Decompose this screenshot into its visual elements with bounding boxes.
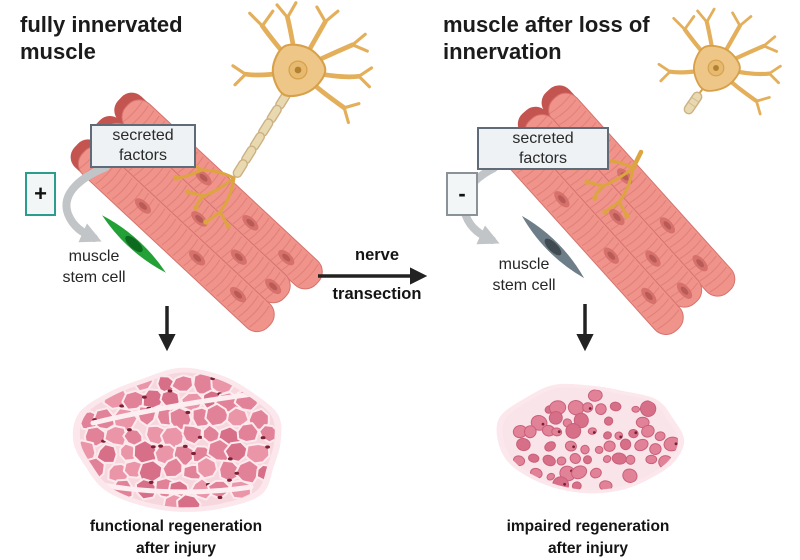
left-result-label: functional regeneration after injury [89, 518, 263, 557]
right-secreted-factors-box: secreted factors [477, 127, 609, 170]
right-cut-axon-stub [683, 85, 706, 115]
left-stem-cell-label: muscle stem cell [62, 248, 126, 286]
right-cross-section [496, 383, 685, 494]
left-secreted-factors-box: secreted factors [90, 124, 196, 168]
transection-label: transection [332, 285, 422, 303]
right-panel-title: muscle after loss of innervation [443, 12, 650, 64]
right-muscle-stem-cell [515, 209, 591, 285]
left-myelinated-axon [232, 91, 291, 178]
left-muscle-stem-cell [99, 213, 169, 275]
left-cross-section [72, 367, 282, 512]
left-secretion-arrow [62, 163, 110, 243]
nerve-label: nerve [354, 246, 400, 264]
right-stem-cell-label: muscle stem cell [492, 256, 556, 294]
right-result-label: impaired regeneration after injury [506, 518, 670, 557]
left-panel-title: fully innervated muscle [20, 12, 183, 64]
right-muscle-fiber [494, 85, 736, 335]
left-motor-neuron [231, 1, 374, 125]
plus-sign-box: + [25, 172, 56, 216]
minus-sign-box: - [446, 172, 478, 216]
right-detached-neuron [657, 7, 782, 116]
